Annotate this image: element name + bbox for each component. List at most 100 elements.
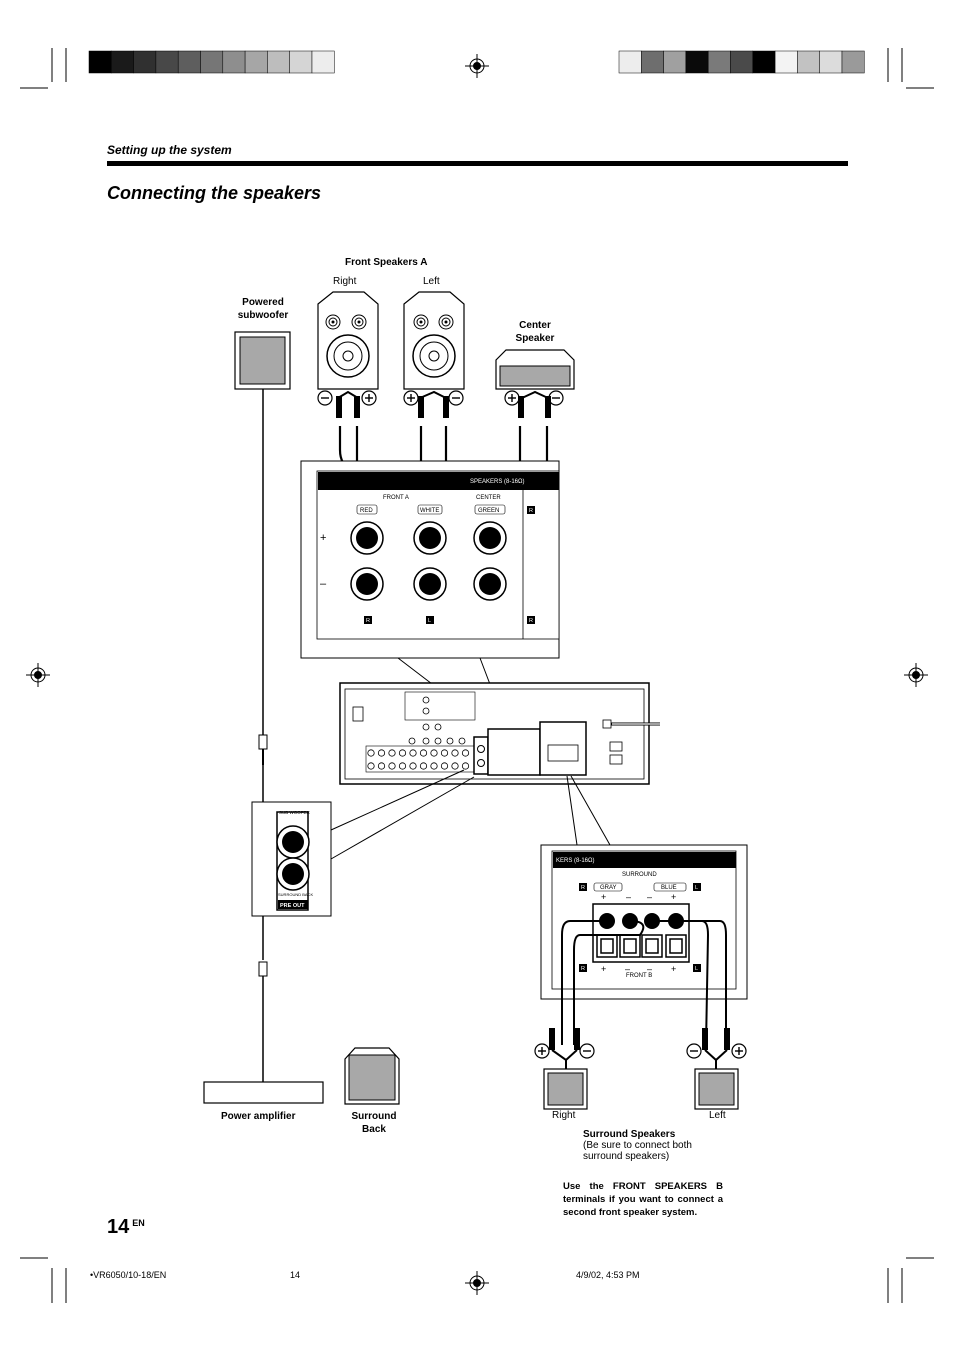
panel-speakers-label: SPEAKERS (8-16Ω) xyxy=(470,479,525,485)
subwoofer-label: SUB WOOFER xyxy=(279,810,311,815)
surround-back-speaker xyxy=(344,1047,400,1105)
front-a-label: FRONT A xyxy=(383,495,409,501)
front-b-note: Use the FRONT SPEAKERS B terminals if yo… xyxy=(563,1181,723,1218)
minus-label: – xyxy=(320,578,327,590)
rca-jack xyxy=(377,762,386,770)
rca-jack xyxy=(398,762,407,770)
plus-label: + xyxy=(320,532,326,544)
rca-jack xyxy=(461,762,470,770)
center-speaker-label: Center Speaker xyxy=(515,320,555,344)
front-speaker-left xyxy=(403,291,465,390)
l-label: L xyxy=(695,885,698,891)
rca-jack xyxy=(377,749,386,757)
center-speaker xyxy=(495,349,575,390)
minus-label: – xyxy=(626,892,631,902)
front-right-label: Right xyxy=(333,276,357,287)
surround-speaker-right xyxy=(543,1068,588,1110)
l-label: L xyxy=(428,618,431,624)
front-b-terminal-inner xyxy=(623,938,637,954)
section-rule xyxy=(107,161,848,166)
rca-jack xyxy=(434,737,442,745)
front-b-terminal-inner xyxy=(645,938,659,954)
rca-jack xyxy=(422,737,430,745)
front-speaker-right xyxy=(317,291,379,390)
surround-label: SURROUND xyxy=(622,872,657,878)
plus-label: + xyxy=(671,964,676,974)
color-swatch xyxy=(311,50,335,74)
pre-out-panel xyxy=(251,801,332,917)
rca-jack xyxy=(451,749,459,757)
rca-jack xyxy=(430,762,438,770)
section-title: Setting up the system xyxy=(107,143,232,157)
color-bar-left xyxy=(88,50,335,74)
rca-jack xyxy=(367,749,375,757)
surround-speaker-left xyxy=(694,1068,739,1110)
minus-label: – xyxy=(625,964,630,974)
rca-jack xyxy=(409,749,417,757)
rca-jack xyxy=(422,696,430,704)
rca-jack xyxy=(440,762,449,770)
minus-label: – xyxy=(647,892,652,902)
r-label: R xyxy=(529,508,533,514)
surround-back-label: Surround Back xyxy=(351,1111,397,1135)
front-b-terminal-inner xyxy=(669,938,683,954)
receiver-rear-panel xyxy=(339,682,660,785)
rca-jack xyxy=(408,737,416,745)
rca-jack xyxy=(388,762,396,770)
surround-terminals xyxy=(596,913,687,958)
rca-jack xyxy=(419,762,428,770)
front-b-label: FRONT B xyxy=(626,973,652,979)
page-title: Connecting the speakers xyxy=(107,183,322,203)
pre-out-label: PRE OUT xyxy=(280,903,305,909)
r-label: R xyxy=(581,885,585,891)
l-label: L xyxy=(695,966,698,972)
rca-jack xyxy=(409,762,417,770)
surround-speakers-note: (Be sure to connect both surround speake… xyxy=(583,1140,692,1162)
r-label: R xyxy=(581,966,585,972)
surround-terminal-panel xyxy=(540,844,748,1046)
powered-subwoofer-label: Powered subwoofer xyxy=(237,297,289,321)
rca-jack xyxy=(461,749,470,757)
r-label: R xyxy=(529,618,533,624)
power-amplifier xyxy=(203,1081,324,1104)
rca-jack xyxy=(451,762,459,770)
powered-subwoofer xyxy=(234,331,291,390)
panel-speakers-partial-label: KERS (8-16Ω) xyxy=(556,858,595,864)
rca-jack xyxy=(434,723,442,731)
red-label: RED xyxy=(360,508,373,514)
footer-date: 4/9/02, 4:53 PM xyxy=(576,1270,640,1280)
footer-page: 14 xyxy=(290,1270,301,1280)
front-left-label: Left xyxy=(423,276,440,287)
rca-jack xyxy=(446,737,454,745)
footer-code: •VR6050/10-18/EN xyxy=(90,1270,167,1280)
rca-jack xyxy=(419,749,428,757)
minus-label: – xyxy=(647,964,652,974)
rca-jack xyxy=(367,762,375,770)
front-speakers-a-label: Front Speakers A xyxy=(345,257,428,268)
r-label: R xyxy=(366,618,370,624)
green-label: GREEN xyxy=(478,508,499,514)
color-bar-right xyxy=(618,50,865,74)
rca-jack xyxy=(398,749,407,757)
plus-label: + xyxy=(671,892,676,902)
surround-left-label: Left xyxy=(709,1110,726,1121)
page-number-value: 14 xyxy=(107,1216,130,1238)
rca-jack xyxy=(388,749,396,757)
front-b-terminal-inner xyxy=(600,938,614,954)
blue-label: BLUE xyxy=(661,885,677,891)
center-label: CENTER xyxy=(476,495,501,501)
rca-jack xyxy=(458,737,466,745)
plus-label: + xyxy=(601,892,606,902)
surround-speakers-label: Surround Speakers xyxy=(583,1129,676,1140)
surround-right-label: Right xyxy=(552,1110,576,1121)
registration-marks xyxy=(26,54,928,1295)
front-terminal-panel xyxy=(300,460,560,730)
power-amplifier-label: Power amplifier xyxy=(221,1111,296,1122)
page-number-suffix: EN xyxy=(132,1218,145,1228)
gray-label: GRAY xyxy=(600,885,617,891)
plus-label: + xyxy=(601,964,606,974)
rca-jack xyxy=(440,749,449,757)
